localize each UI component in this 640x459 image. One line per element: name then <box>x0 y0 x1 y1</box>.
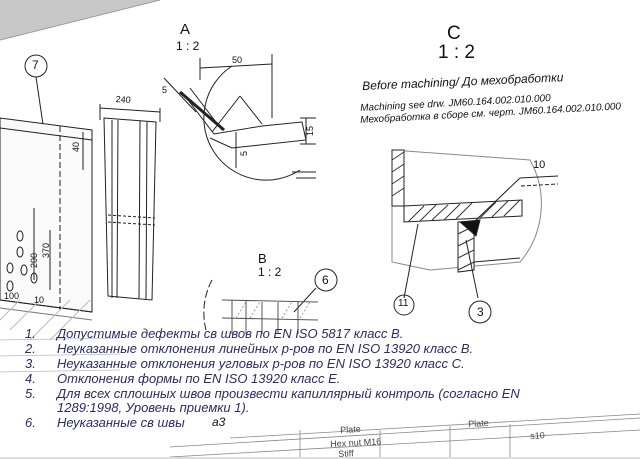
view-c-detail-outline <box>391 149 542 271</box>
view-a-detail-circle <box>203 65 301 181</box>
view-a-dim-15: 15 <box>305 125 315 136</box>
dim-100: 100 <box>4 291 20 301</box>
note-4: 4.Отклонения формы по EN ISO 13920 класс… <box>25 371 341 386</box>
callout-11-circle <box>393 294 415 316</box>
callout-3: 3 <box>477 305 484 319</box>
callout-11: 11 <box>398 298 409 309</box>
table-stiffener: Stiff <box>337 448 354 459</box>
weld-a3: a3 <box>212 415 226 429</box>
dim-200: 200 <box>29 252 39 268</box>
view-a <box>163 54 316 181</box>
note-1: 1.Допустимые дефекты св швов по EN ISO 5… <box>25 326 404 341</box>
view-a-dim-5-bottom: 5 <box>239 150 249 156</box>
dim-10: 10 <box>34 295 45 305</box>
view-a-dim-5-top: 5 <box>162 85 168 95</box>
view-c-letter: C <box>447 23 461 44</box>
callout-6: 6 <box>322 273 329 287</box>
view-a-dim-50: 50 <box>232 55 243 65</box>
dim-370: 370 <box>41 242 51 258</box>
view-c <box>391 149 559 324</box>
weld-symbol-10: 10 <box>533 159 546 171</box>
table-plate-1: Plate <box>339 423 361 435</box>
view-b-letter: B <box>258 251 267 266</box>
dim-40: 40 <box>71 141 81 152</box>
table-s10: s10 <box>529 430 545 441</box>
view-a-scale: 1 : 2 <box>176 39 200 53</box>
note-3: 3.Неуказанные отклонения угловых р-ров п… <box>25 356 465 371</box>
note-6: 6.Неуказанные св швы <box>25 415 185 430</box>
view-c-scale: 1 : 2 <box>438 42 475 63</box>
weld-bead <box>458 219 481 237</box>
note-2: 2.Неуказанные отклонения линейных р-ров … <box>25 341 474 356</box>
dim-240: 240 <box>115 94 132 106</box>
view-b <box>203 268 338 334</box>
general-notes: 1.Допустимые дефекты св швов по EN ISO 5… <box>25 326 625 457</box>
view-a-letter: A <box>180 21 191 38</box>
table-plate-2: Plate <box>467 417 489 429</box>
note-5-continued: 1289:1998, Уровень приемки 1). <box>57 400 250 415</box>
view-b-scale: 1 : 2 <box>258 265 282 279</box>
note-5: 5.Для всех сплошных швов произвести капи… <box>25 386 520 401</box>
left-view <box>0 54 161 341</box>
parts-table <box>0 337 640 457</box>
callout-3-circle <box>468 300 492 324</box>
callout-6-circle <box>314 268 338 292</box>
callout-7: 7 <box>32 58 39 72</box>
